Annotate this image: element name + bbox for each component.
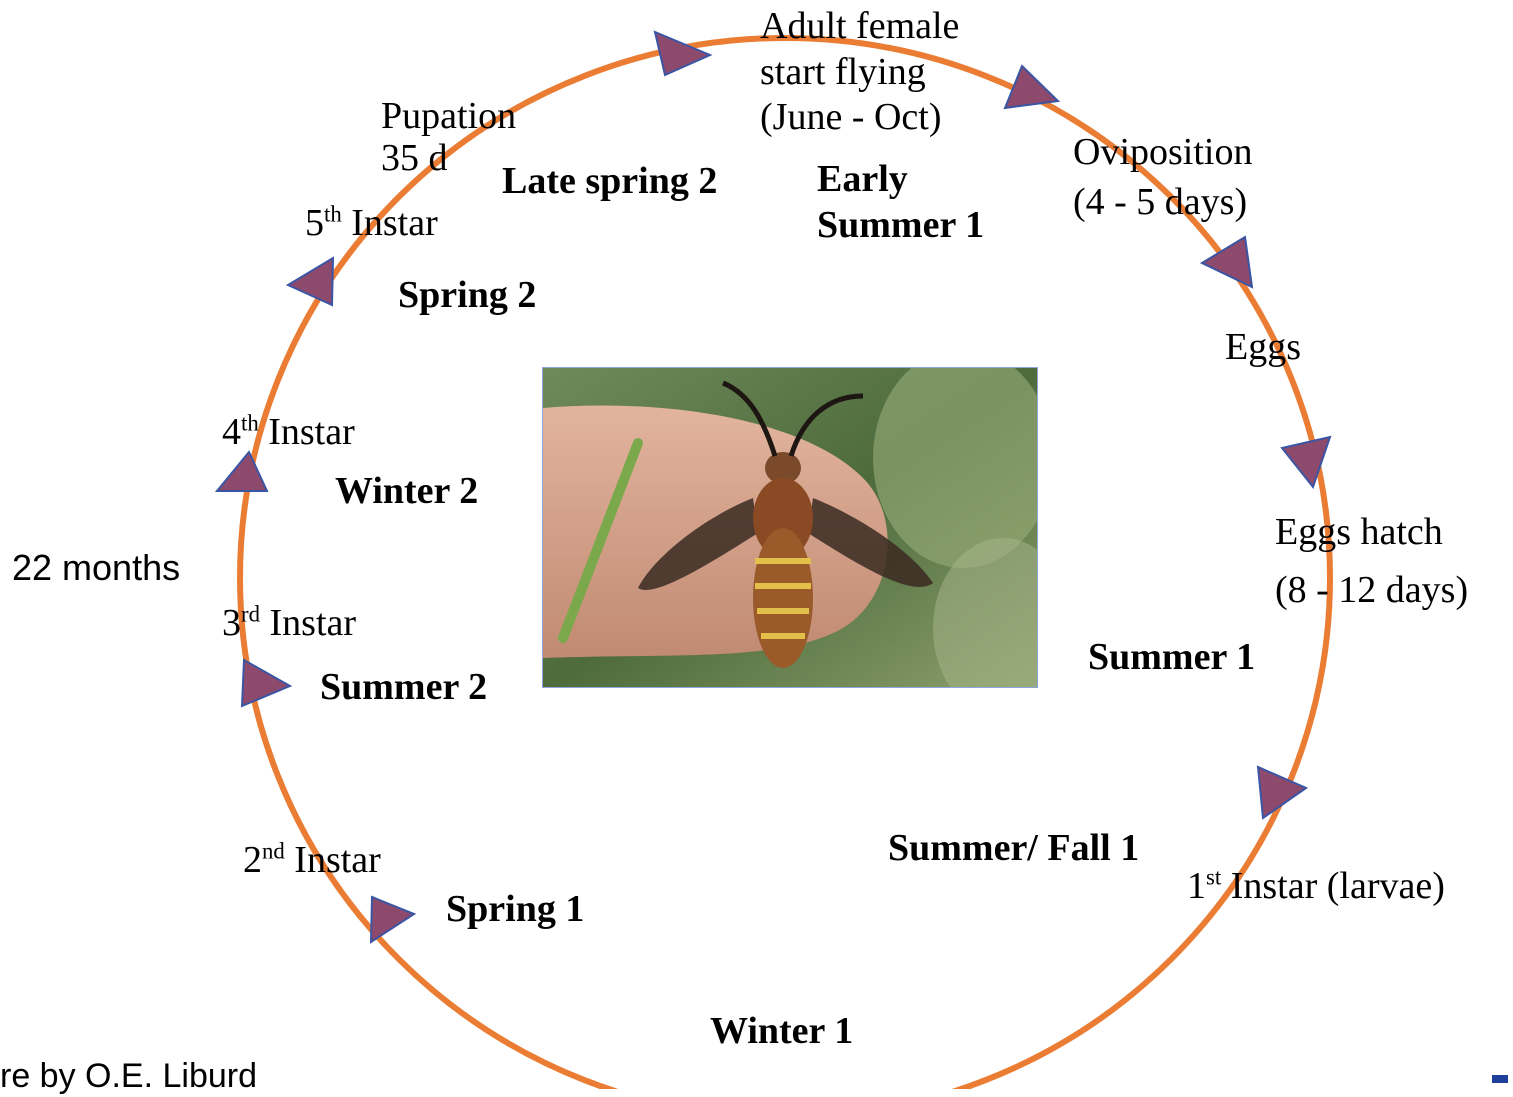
oviposition-label: Oviposition (4 - 5 days): [1073, 130, 1252, 225]
flight-months-line: (June - Oct): [760, 95, 959, 141]
instar-suffix: nd: [262, 838, 285, 863]
instar-number: 4: [222, 411, 241, 453]
pupation-duration: 35 d: [381, 136, 516, 182]
duration-label: 22 months: [12, 546, 180, 589]
direction-arrow-icon: [242, 660, 290, 706]
figure-credit: re by O.E. Liburd: [0, 1056, 257, 1097]
direction-arrow-icon: [371, 897, 414, 942]
direction-arrow-icon: [288, 258, 333, 305]
direction-arrow-icon: [1005, 66, 1058, 108]
season-late-spring-2: Late spring 2: [502, 159, 717, 205]
direction-arrow-icon: [655, 32, 710, 75]
season-summer-1-line: Summer 1: [817, 203, 984, 249]
instar-text: Instar: [270, 602, 357, 644]
instar-text: Instar: [268, 411, 355, 453]
slide-footer-mark: [1492, 1075, 1508, 1083]
direction-arrow-icon: [217, 452, 267, 491]
adult-female-label: Adult female start flying (June - Oct): [760, 4, 959, 141]
season-winter-2: Winter 2: [335, 469, 478, 515]
pupation-line: Pupation: [381, 94, 516, 140]
season-summer-fall-1: Summer/ Fall 1: [888, 826, 1139, 872]
pupation-label: Pupation 35 d: [381, 94, 516, 181]
first-instar-label: 1st Instar (larvae): [1187, 864, 1445, 910]
season-early-line: Early: [817, 157, 984, 203]
oviposition-duration: (4 - 5 days): [1073, 180, 1252, 226]
instar-number: 1: [1187, 865, 1206, 907]
instar-text: Instar: [294, 839, 381, 881]
direction-arrow-icon: [1202, 237, 1252, 287]
moth-photo: [542, 367, 1038, 688]
season-spring-1: Spring 1: [446, 887, 584, 933]
eggs-label: Eggs: [1225, 325, 1301, 371]
eggs-hatch-duration: (8 - 12 days): [1275, 568, 1468, 614]
moth-photo-image: [543, 368, 1038, 688]
instar-text: Instar: [351, 202, 438, 244]
adult-female-line: Adult female: [760, 4, 959, 50]
eggs-hatch-label: Eggs hatch (8 - 12 days): [1275, 510, 1468, 613]
season-summer-1: Summer 1: [1088, 635, 1255, 681]
instar-suffix: th: [241, 410, 259, 435]
instar-suffix: th: [324, 201, 342, 226]
season-spring-2: Spring 2: [398, 273, 536, 319]
fourth-instar-label: 4th Instar: [222, 410, 355, 456]
eggs-hatch-line: Eggs hatch: [1275, 510, 1468, 556]
instar-number: 3: [222, 602, 241, 644]
season-winter-1: Winter 1: [710, 1009, 853, 1055]
third-instar-label: 3rd Instar: [222, 601, 356, 647]
instar-number: 5: [305, 202, 324, 244]
second-instar-label: 2nd Instar: [243, 838, 381, 884]
season-summer-2: Summer 2: [320, 665, 487, 711]
instar-suffix: st: [1206, 864, 1221, 889]
instar-text: Instar (larvae): [1231, 865, 1445, 907]
fifth-instar-label: 5th Instar: [305, 201, 438, 247]
direction-arrow-icon: [1258, 767, 1306, 818]
oviposition-line: Oviposition: [1073, 130, 1252, 176]
instar-suffix: rd: [241, 601, 260, 626]
season-early-summer-1: Early Summer 1: [817, 157, 984, 248]
instar-number: 2: [243, 839, 262, 881]
start-flying-line: start flying: [760, 50, 959, 96]
